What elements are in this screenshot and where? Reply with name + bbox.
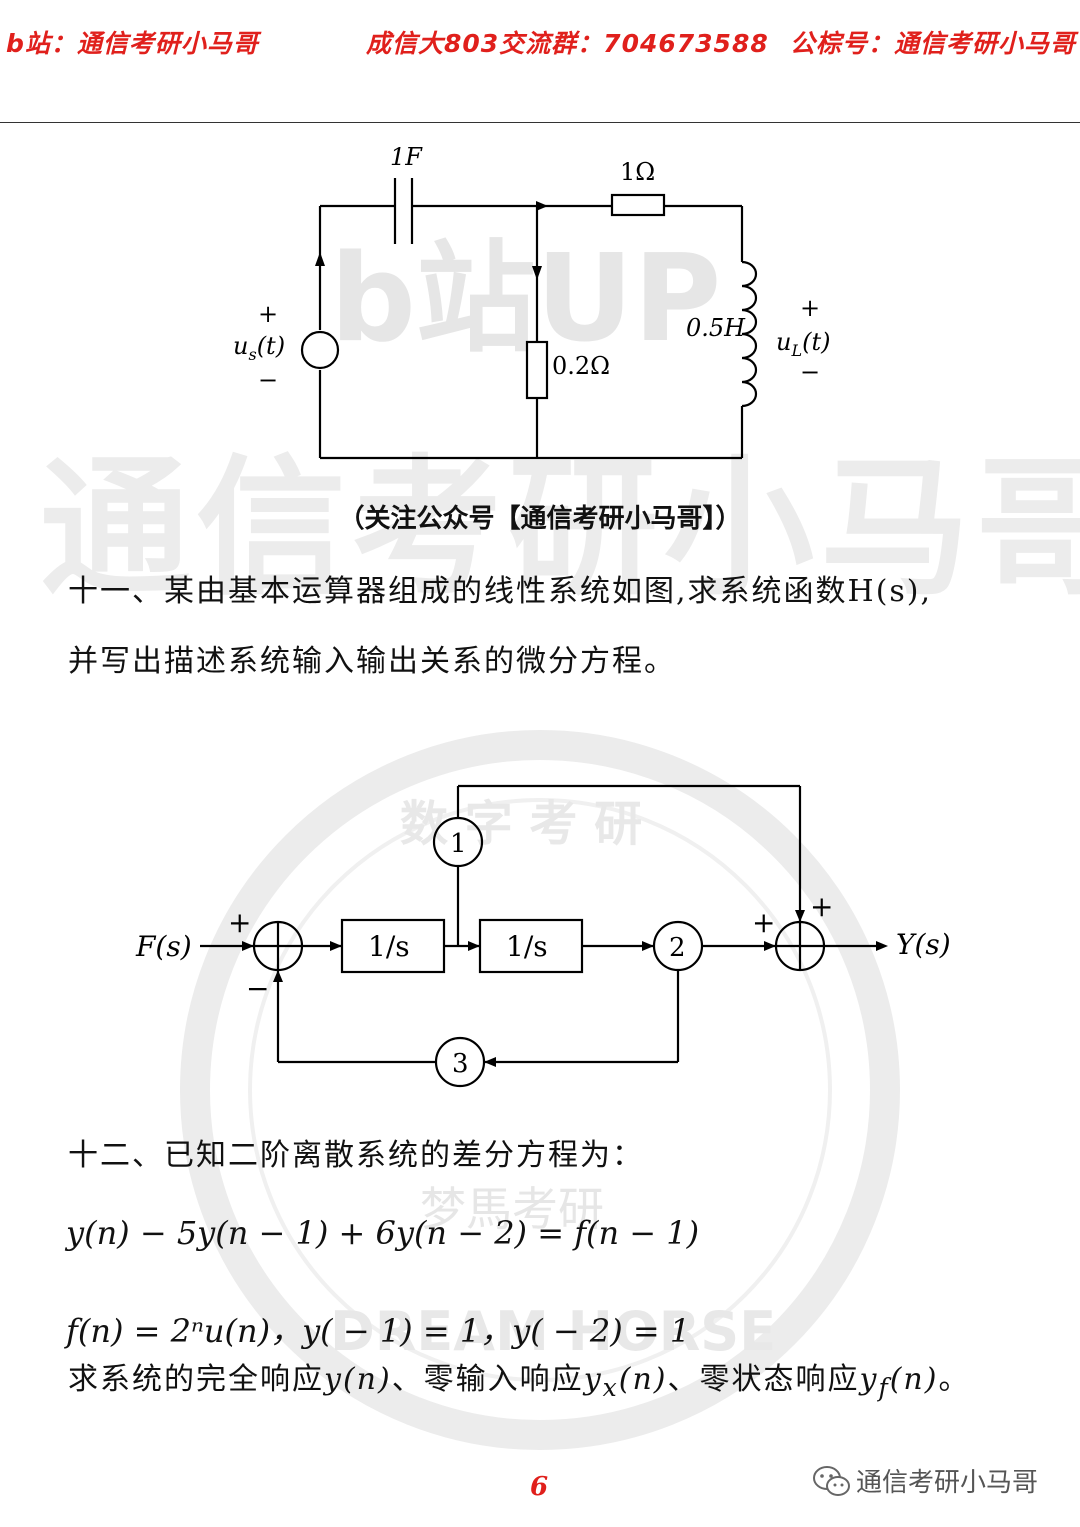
q12-equation: y(n) − 5y(n − 1) + 6y(n − 2) = f(n − 1) — [66, 1214, 700, 1252]
label-source: us(t) — [233, 332, 285, 364]
arrow-fb-g3 — [484, 1057, 496, 1067]
sign-s1-plus: + — [228, 906, 251, 939]
label-input: F(s) — [135, 930, 192, 963]
label-int1: 1/s — [368, 930, 410, 963]
watermark-seal-center: 梦馬考研 — [420, 1182, 604, 1236]
label-load: uL(t) — [776, 328, 830, 360]
arrow-top-into-s2 — [795, 910, 805, 922]
ask-yx-tail: (n) — [618, 1362, 668, 1397]
ask-yf: y — [859, 1362, 879, 1397]
ask-yf-sub: f — [878, 1373, 890, 1402]
ask-yx-sub: x — [602, 1373, 619, 1402]
label-gain-3: 3 — [452, 1049, 469, 1079]
label-int2: 1/s — [506, 930, 548, 963]
header-official-account: 公棕号：通信考研小马哥 — [789, 29, 1076, 58]
header-rule — [0, 122, 1080, 123]
ask-complete: 求系统的完全响应 — [68, 1362, 324, 1397]
arrow-source-current — [315, 252, 325, 266]
arrow-s2 — [764, 941, 776, 951]
inductor-coil — [741, 260, 758, 408]
q11-line1: 十一、某由基本运算器组成的线性系统如图,求系统函数H(s), — [68, 574, 933, 609]
watermark-up: b站UP — [330, 230, 721, 369]
footer-brand-text: 通信考研小马哥 — [856, 1468, 1039, 1498]
arrow-g2 — [642, 941, 654, 951]
watermark-seal-bottom: DREAM HORSE — [330, 1300, 776, 1363]
q12-line1: 十二、已知二阶离散系统的差分方程为： — [68, 1138, 644, 1173]
ask-yf-tail: (n) — [889, 1362, 939, 1397]
arrow-mid-current — [532, 266, 542, 280]
ask-end: 。 — [938, 1362, 971, 1397]
page-header: b站：通信考研小马哥 成信大803交流群：704673588 公棕号：通信考研小… — [0, 0, 1080, 124]
ask-yx: y — [583, 1362, 603, 1397]
figure-caption: （关注公众号【通信考研小马哥】） — [338, 504, 742, 534]
label-source-minus: − — [258, 366, 278, 394]
q12-conditions: f(n) = 2ⁿu(n)，y( − 1) = 1，y( − 2) = 1 — [66, 1312, 691, 1350]
watermark-seal-inner — [248, 798, 832, 1382]
page-number: 6 — [530, 1472, 549, 1502]
arrow-top-current — [536, 201, 548, 211]
arrow-output — [876, 941, 888, 951]
watermark-brand: 通信考研小马哥 — [40, 440, 1080, 616]
arrow-input — [242, 941, 254, 951]
ask-y: y(n) — [324, 1362, 392, 1397]
label-gain-1: 1 — [450, 829, 467, 859]
arrow-fb-into-s1 — [273, 970, 283, 982]
sign-s2-left-plus: + — [752, 906, 775, 939]
header-group: 成信大803交流群：704673588 — [366, 29, 769, 58]
watermark-seal-ring — [180, 730, 900, 1450]
ask-zero-state: 、零状态响应 — [667, 1362, 860, 1397]
footer-brand: 通信考研小马哥 — [812, 1462, 1038, 1499]
sign-s2-top-plus: + — [810, 890, 833, 923]
label-resistor-mid: 0.2Ω — [552, 352, 610, 380]
voltage-source — [300, 330, 340, 370]
label-inductor: 0.5H — [686, 314, 746, 342]
ask-zero-input: 、零输入响应 — [391, 1362, 584, 1397]
label-gain-2: 2 — [669, 933, 686, 963]
q11-line2: 并写出描述系统输入输出关系的微分方程。 — [68, 644, 676, 679]
label-output: Y(s) — [896, 928, 951, 961]
arrow-int2 — [468, 941, 480, 951]
label-capacitor: 1F — [390, 143, 423, 171]
wechat-icon — [813, 1466, 850, 1496]
sign-s1-minus: − — [246, 972, 269, 1005]
q12-ask: 求系统的完全响应y(n)、零输入响应yx(n)、零状态响应yf(n)。 — [68, 1354, 970, 1402]
arrow-int1 — [330, 941, 342, 951]
label-load-plus: + — [800, 294, 820, 322]
label-resistor-top: 1Ω — [620, 158, 655, 186]
label-source-plus: + — [258, 300, 278, 328]
watermark-seal-top: 数 字 考 研 — [400, 796, 642, 852]
label-load-minus: − — [800, 358, 820, 386]
header-bilibili: b站：通信考研小马哥 — [6, 29, 259, 58]
